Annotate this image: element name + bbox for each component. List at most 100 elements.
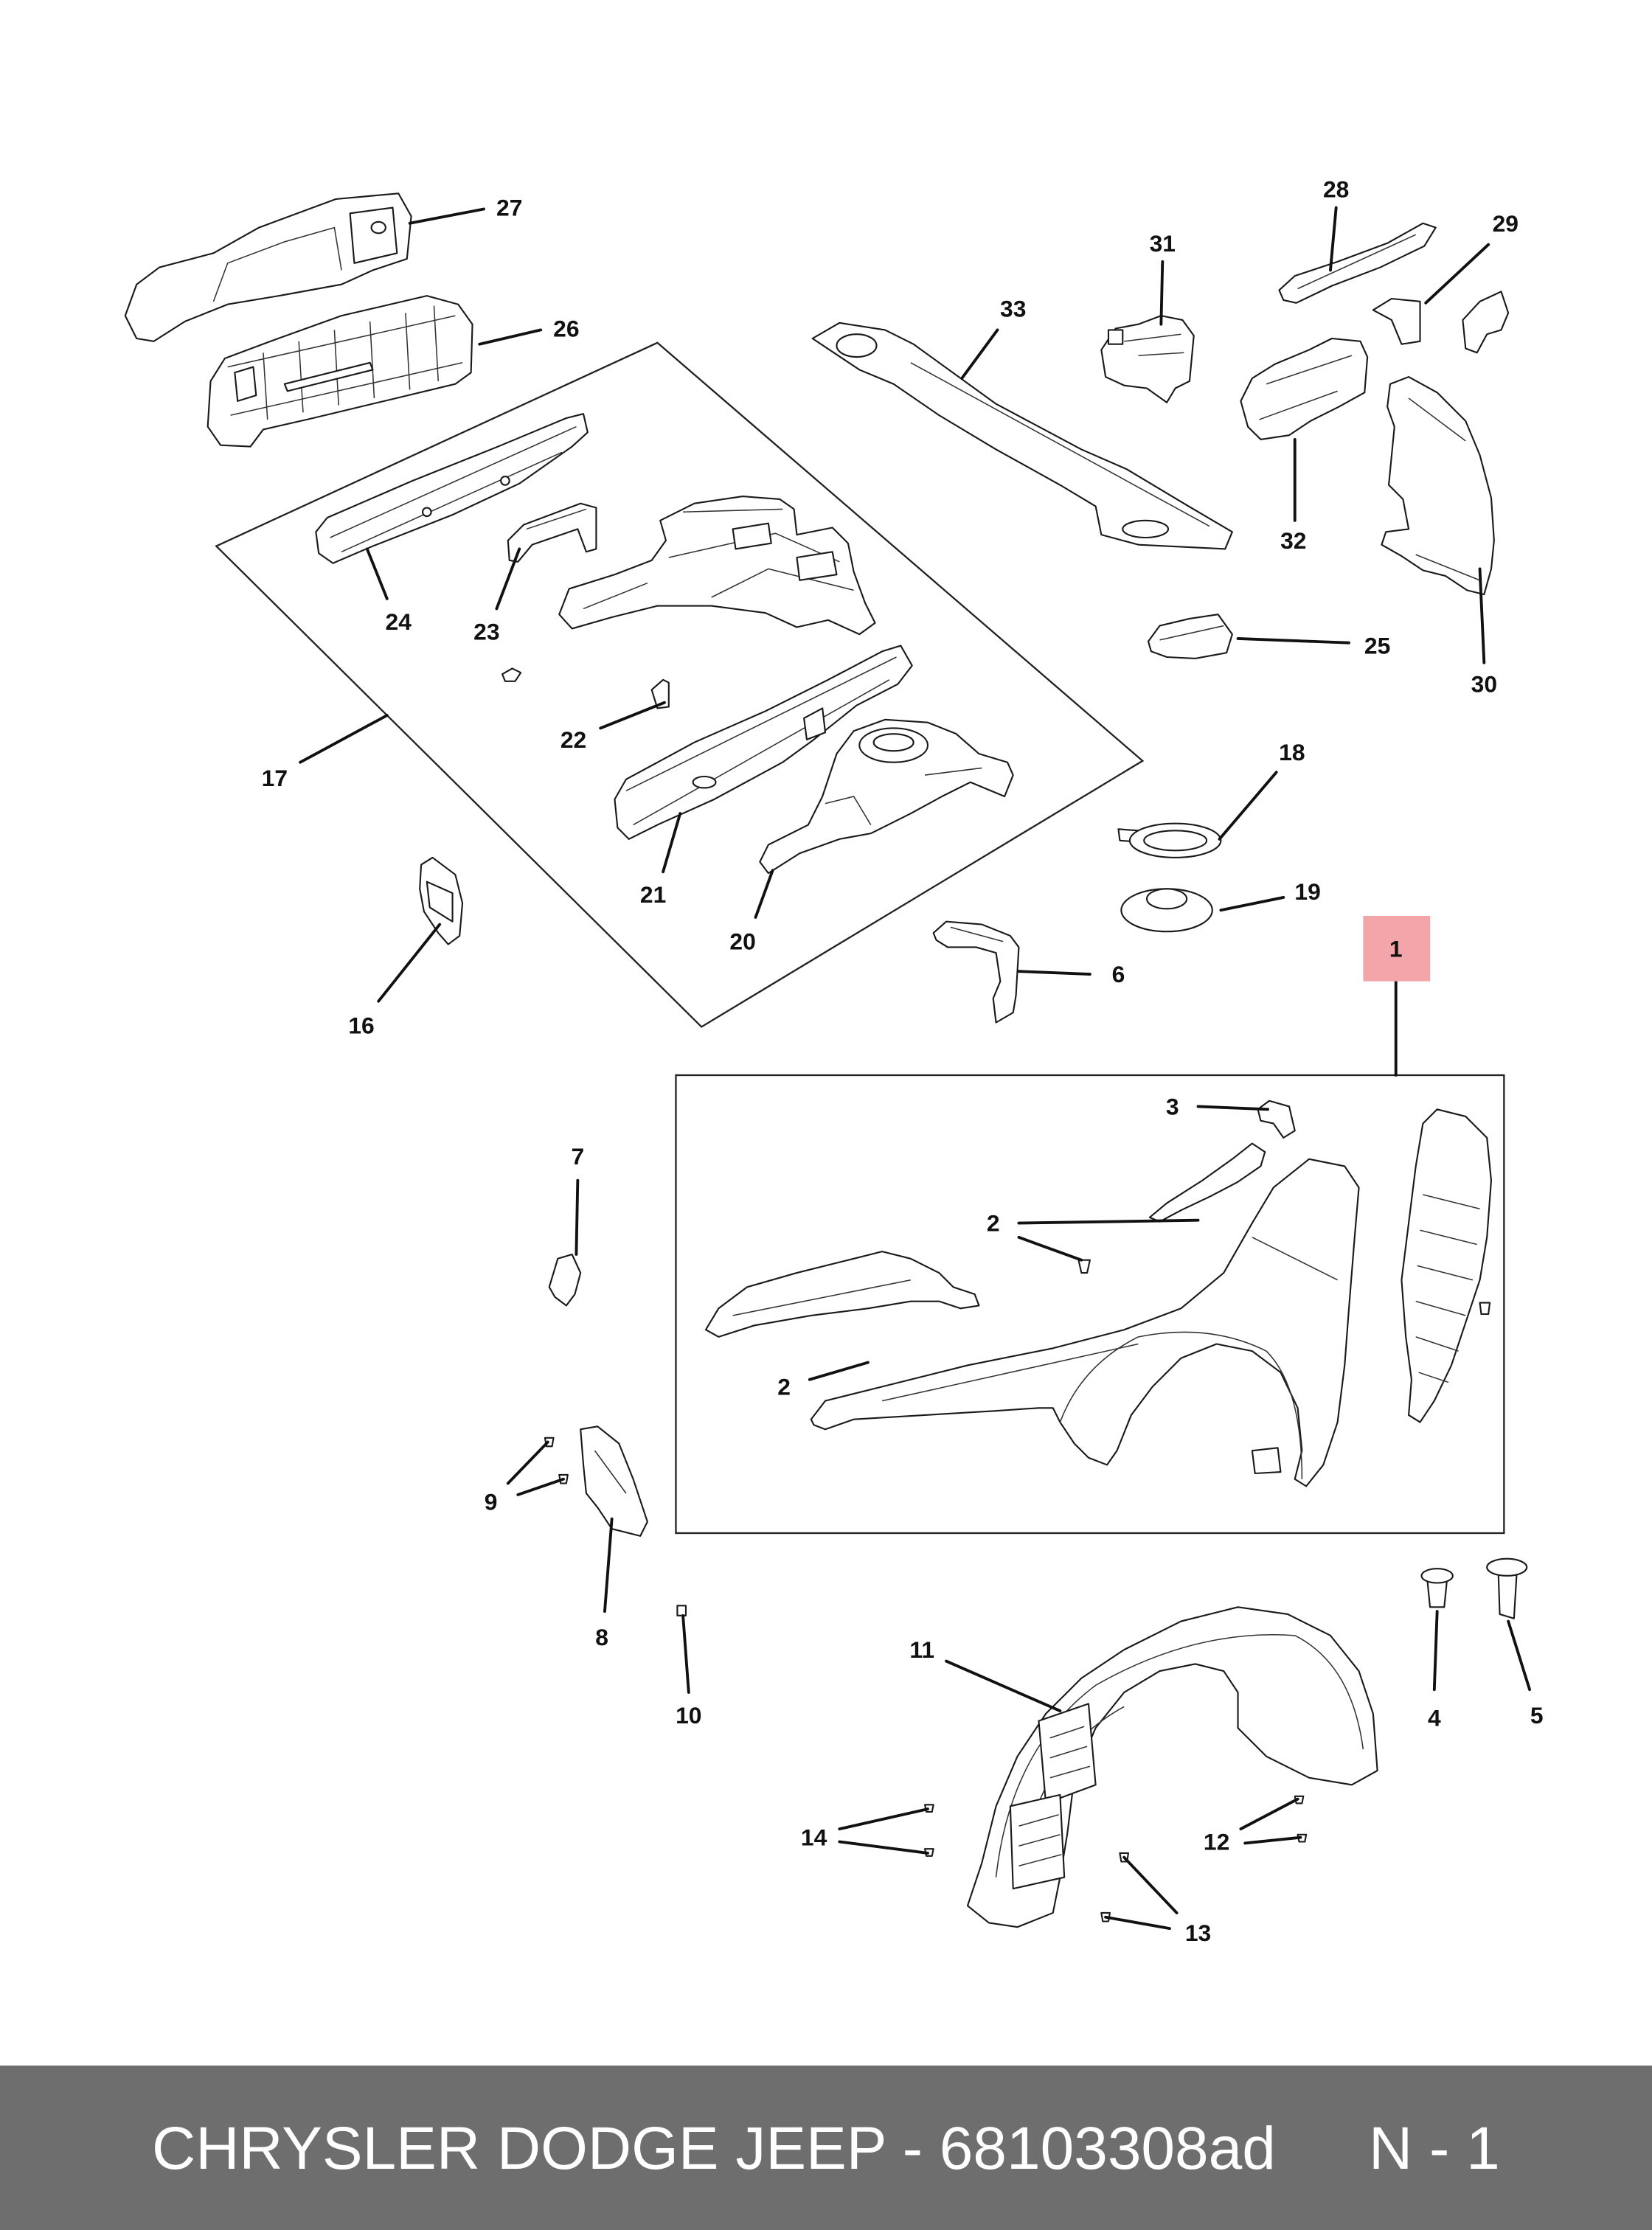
callout-18: 18 — [1279, 739, 1305, 765]
callout-24: 24 — [386, 608, 412, 635]
leader-line-13 — [1104, 1855, 1179, 1931]
part-2-clip-drawing — [1077, 1259, 1091, 1274]
leader-line-2-upper — [1017, 1218, 1200, 1262]
part-3-drawing — [1257, 1100, 1296, 1139]
apron-assembly-drawing — [558, 496, 876, 636]
leader-line-4 — [1432, 1610, 1439, 1692]
part-20-drawing — [759, 718, 1014, 875]
leader-line-16 — [377, 923, 442, 1003]
part-19-drawing — [1120, 888, 1213, 933]
callout-16: 16 — [348, 1012, 374, 1039]
callout-14: 14 — [801, 1824, 827, 1851]
part-23-drawing — [507, 502, 597, 563]
callout-25: 25 — [1364, 633, 1390, 659]
part-31-drawing — [1100, 315, 1195, 403]
callout-30: 30 — [1471, 671, 1497, 698]
callout-29: 29 — [1493, 210, 1519, 237]
leader-line-27 — [408, 207, 485, 225]
callout-1: 1 — [1389, 935, 1403, 962]
callout-23: 23 — [473, 618, 499, 645]
leader-line-33 — [960, 328, 999, 380]
callout-22: 22 — [560, 726, 586, 753]
callout-20: 20 — [729, 928, 755, 955]
part-6-drawing — [932, 920, 1020, 1024]
footer-bar: CHRYSLER DODGE JEEP - 68103308ad N - 1 — [0, 2066, 1652, 2230]
leader-line-7 — [575, 1178, 580, 1256]
leader-line-3 — [1196, 1105, 1269, 1111]
callout-2-upper: 2 — [987, 1210, 1000, 1237]
part-30-drawing — [1381, 376, 1495, 596]
part-18-drawing — [1117, 822, 1222, 858]
leader-line-30 — [1478, 567, 1486, 664]
callout-33: 33 — [1000, 296, 1026, 322]
part-2-lower-rail-drawing — [704, 1251, 980, 1338]
callout-21: 21 — [640, 881, 666, 908]
callout-5: 5 — [1530, 1702, 1544, 1729]
leader-line-21 — [662, 812, 682, 874]
leader-line-26 — [478, 328, 543, 346]
callout-11: 11 — [909, 1636, 934, 1663]
assembly-17-frame — [215, 341, 1145, 1028]
callout-28: 28 — [1323, 176, 1349, 203]
part-16-drawing — [419, 856, 464, 945]
leader-line-5 — [1507, 1619, 1532, 1692]
leader-line-22 — [599, 701, 666, 730]
stud-drawing — [502, 667, 522, 682]
part-24-drawing — [315, 413, 589, 564]
leader-line-31 — [1159, 260, 1165, 326]
leader-line-14 — [838, 1807, 929, 1855]
part-14-clips-drawing — [924, 1804, 934, 1857]
part-27-drawing — [124, 192, 412, 342]
leader-line-6 — [1017, 970, 1092, 976]
part-29-drawing — [1372, 291, 1510, 354]
leader-line-29 — [1424, 243, 1490, 305]
leader-line-8 — [603, 1517, 614, 1613]
part-4-drawing — [1420, 1568, 1454, 1608]
callout-13: 13 — [1185, 1920, 1211, 1946]
assembly-1-frame — [675, 1074, 1505, 1535]
part-9-screws-drawing — [544, 1437, 569, 1484]
part-28-drawing — [1278, 222, 1437, 304]
callout-32: 32 — [1280, 527, 1306, 554]
part-32-drawing — [1240, 337, 1369, 440]
part-7-drawing — [548, 1253, 582, 1307]
leader-line-24 — [365, 547, 389, 600]
callout-8: 8 — [595, 1624, 608, 1650]
footer-page-label: N - 1 — [1369, 2115, 1500, 2182]
leader-line-18 — [1218, 771, 1278, 841]
leader-line-12 — [1239, 1797, 1302, 1845]
callout-6: 6 — [1112, 961, 1125, 987]
part-8-drawing — [580, 1425, 648, 1537]
part-25-drawing — [1147, 614, 1233, 659]
part-33-drawing — [811, 322, 1233, 550]
part-12-clips-drawing — [1294, 1795, 1308, 1843]
callout-27: 27 — [496, 195, 522, 221]
callout-19: 19 — [1294, 878, 1320, 905]
callout-31: 31 — [1150, 230, 1176, 257]
leader-line-2-lower — [808, 1361, 870, 1381]
seal-panel-drawing — [1401, 1108, 1493, 1423]
part-2-upper-trim-drawing — [1148, 1142, 1266, 1223]
callout-17: 17 — [262, 765, 288, 791]
part-21-drawing — [614, 645, 913, 840]
callout-1-highlight — [1363, 916, 1431, 982]
leader-line-28 — [1329, 206, 1338, 272]
callout-7: 7 — [571, 1143, 584, 1170]
callout-2-lower: 2 — [777, 1373, 791, 1400]
callout-12: 12 — [1204, 1829, 1229, 1855]
footer-title: CHRYSLER DODGE JEEP - 68103308ad — [152, 2115, 1276, 2182]
part-5-drawing — [1486, 1557, 1528, 1619]
part-11-drawing — [966, 1606, 1378, 1928]
callout-26: 26 — [553, 316, 579, 342]
part-13-clips-drawing — [1100, 1852, 1130, 1922]
leader-line-20 — [754, 869, 774, 919]
leader-line-10 — [681, 1614, 690, 1694]
leader-line-17 — [299, 714, 389, 764]
leader-line-23 — [495, 547, 521, 611]
fender-drawing — [810, 1158, 1360, 1487]
callout-10: 10 — [676, 1702, 701, 1729]
callout-4: 4 — [1428, 1705, 1441, 1731]
leader-line-11 — [945, 1659, 1062, 1712]
leader-line-25 — [1236, 637, 1350, 645]
